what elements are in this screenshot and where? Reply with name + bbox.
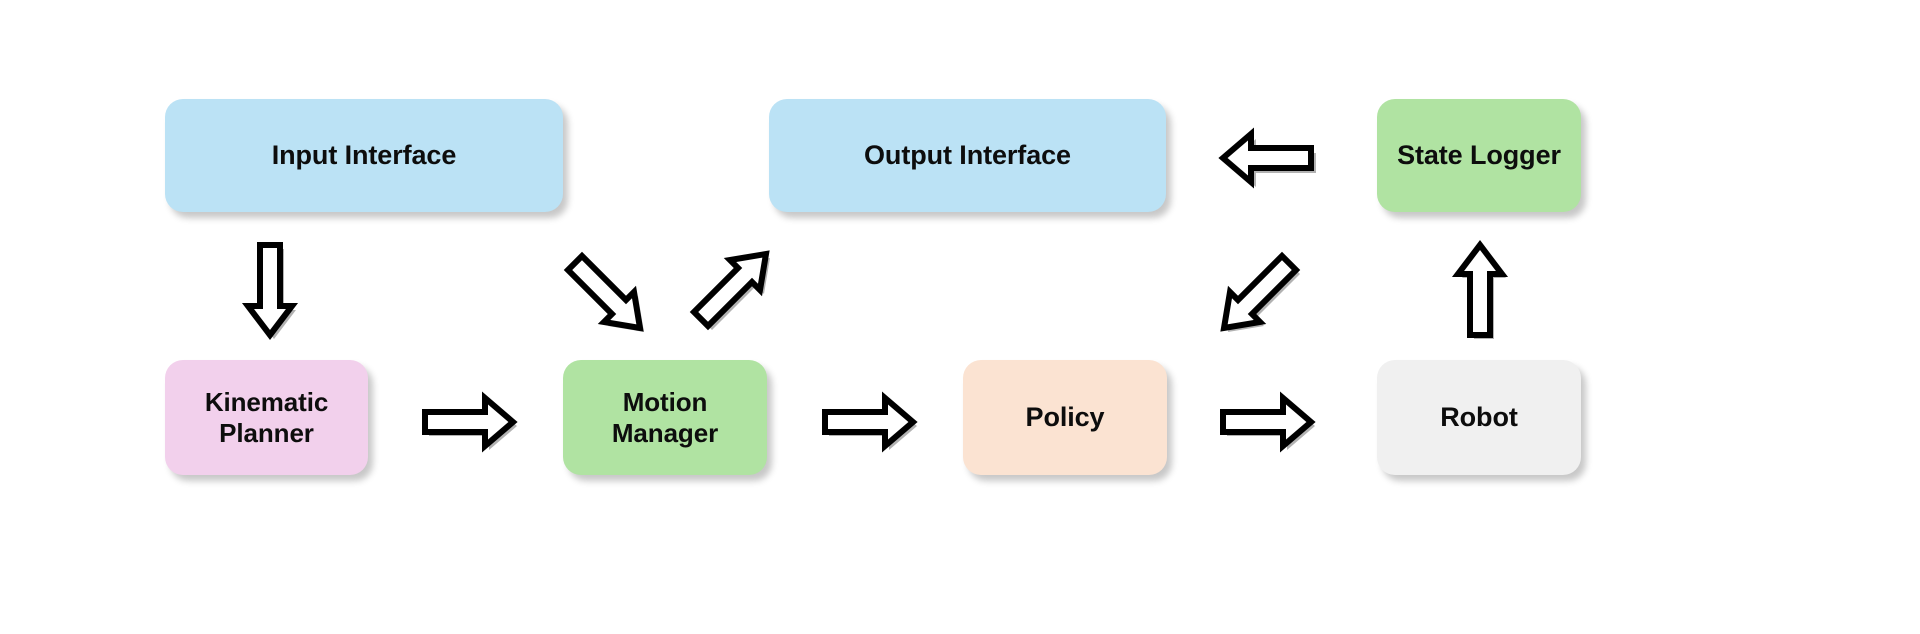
node-policy[interactable]: Policy xyxy=(963,360,1167,475)
arrow-left-state-logger-to-output-interface xyxy=(1218,127,1316,189)
arrow-right-policy-to-robot xyxy=(1218,391,1316,453)
node-state-logger-label: State Logger xyxy=(1397,139,1561,170)
node-robot-label: Robot xyxy=(1440,401,1518,432)
node-kinematic-planner[interactable]: Kinematic Planner xyxy=(165,360,368,475)
node-policy-label: Policy xyxy=(1025,401,1105,432)
node-motion-manager-label: Motion Manager xyxy=(611,386,719,448)
node-output-interface-label: Output Interface xyxy=(864,139,1071,170)
node-output-interface[interactable]: Output Interface xyxy=(769,99,1166,212)
arrow-down-input-interface-to-kinematic-planner xyxy=(240,240,300,340)
node-robot[interactable]: Robot xyxy=(1377,360,1581,475)
arrow-up-robot-to-state-logger xyxy=(1450,240,1510,340)
node-motion-manager[interactable]: Motion Manager xyxy=(563,360,767,475)
arrow-right-kinematic-planner-to-motion-manager xyxy=(420,391,518,453)
arrow-right-motion-manager-to-policy xyxy=(820,391,918,453)
arrow-down-right-to-motion-manager xyxy=(560,248,646,334)
arrow-up-right-motion-manager-to-output-interface xyxy=(686,248,772,334)
node-kinematic-planner-label: Kinematic Planner xyxy=(204,386,329,448)
node-input-interface-label: Input Interface xyxy=(271,139,457,170)
arrow-down-left-robot-to-output-interface xyxy=(1218,248,1304,334)
node-input-interface[interactable]: Input Interface xyxy=(165,99,563,212)
node-state-logger[interactable]: State Logger xyxy=(1377,99,1581,212)
